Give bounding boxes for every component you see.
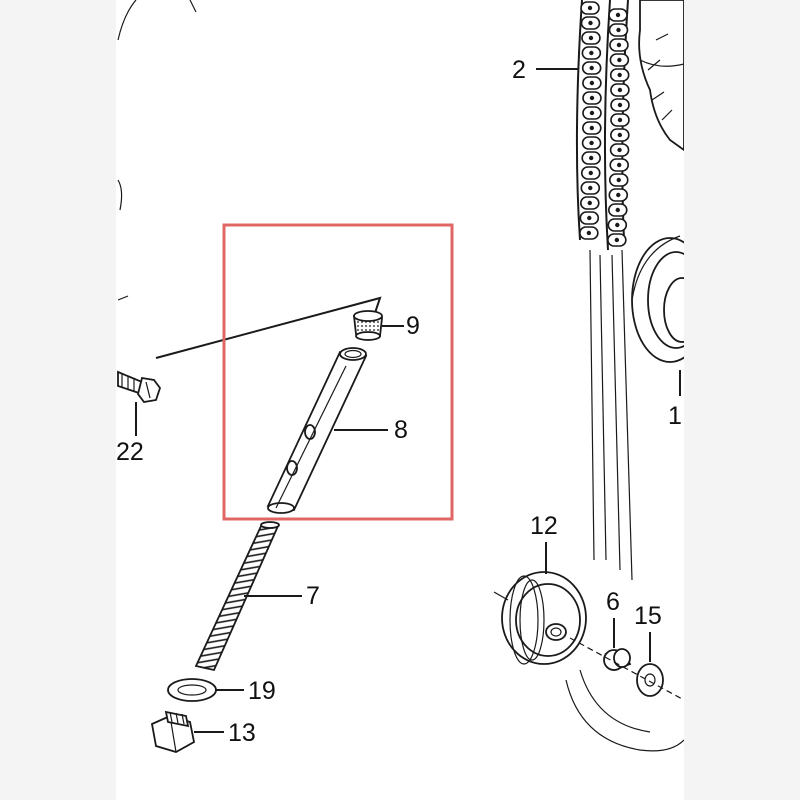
svg-text:19: 19 [248,677,276,705]
callout-9: 9 [382,312,420,340]
left-margin-strip [0,0,116,800]
chain-pin [617,57,622,63]
chain-pin [588,170,593,176]
chain-pin [587,5,593,11]
svg-text:1: 1 [668,402,682,430]
edge-fragment [117,0,137,41]
chain-pin [589,50,594,56]
svg-text:2: 2 [512,56,526,84]
chain-pin [617,87,623,93]
part-7-spring [194,521,280,672]
callout-8: 8 [334,416,408,444]
part-6-collar [603,648,632,672]
chain-pin [616,27,621,33]
svg-text:15: 15 [634,602,662,630]
part-9-cap [352,310,383,341]
bolt-22 [117,370,162,403]
chain-pin [589,80,595,86]
callout-19: 19 [216,677,276,705]
callout-6: 6 [606,588,620,648]
callout-12: 12 [530,512,558,574]
callout-15: 15 [634,602,662,662]
cam-sprocket [638,0,684,152]
edge-fragment [189,0,197,13]
chain-pin [617,147,622,153]
cam-chain [575,0,633,581]
axis-line [569,637,684,701]
case-outline [565,679,684,752]
chain-pin [589,125,595,131]
chain-pin [616,162,622,168]
chain-pin [589,140,594,146]
chain-pin [589,95,595,101]
callout-13: 13 [194,719,256,747]
svg-text:22: 22 [116,438,144,466]
svg-text:7: 7 [306,582,320,610]
part-13-bolt [150,710,196,753]
callout-22: 22 [116,402,144,466]
case-outline [579,669,651,733]
chain-pin [617,72,622,78]
part-15-washer [636,663,664,697]
chain-pin [589,65,594,71]
chain-pin [588,155,594,161]
chain-pin [588,20,593,26]
chain-pin [615,207,620,213]
chain-pin [588,185,593,191]
callout-7: 7 [244,582,320,610]
chain-pin [615,222,620,228]
chain-pin [617,102,623,108]
chain-pin [617,117,623,123]
part-12-roller [493,571,587,665]
chain-pin [614,237,620,243]
chain-pin [586,230,592,236]
part-8-tube [266,347,368,514]
svg-text:6: 6 [606,588,620,616]
chain-pin [616,192,621,198]
chain-pin [616,177,621,183]
crankshaft-sprocket [631,235,684,363]
right-margin-strip [684,0,800,800]
edge-fragment [117,295,129,301]
edge-fragment [117,179,123,211]
chain-pin [588,35,594,41]
callout-2: 2 [512,56,578,84]
chain-pin [587,200,592,206]
callout-1: 1 [668,370,682,430]
part-19-washer [167,678,217,702]
svg-text:12: 12 [530,512,558,540]
chain-pin [587,215,592,221]
chain-pin [617,132,623,138]
highlight-box [222,223,454,521]
chain-pin [616,42,622,48]
svg-text:9: 9 [406,312,420,340]
svg-text:8: 8 [394,416,408,444]
chain-pin [589,110,595,116]
svg-text:13: 13 [228,719,256,747]
chain-pin [615,12,621,18]
